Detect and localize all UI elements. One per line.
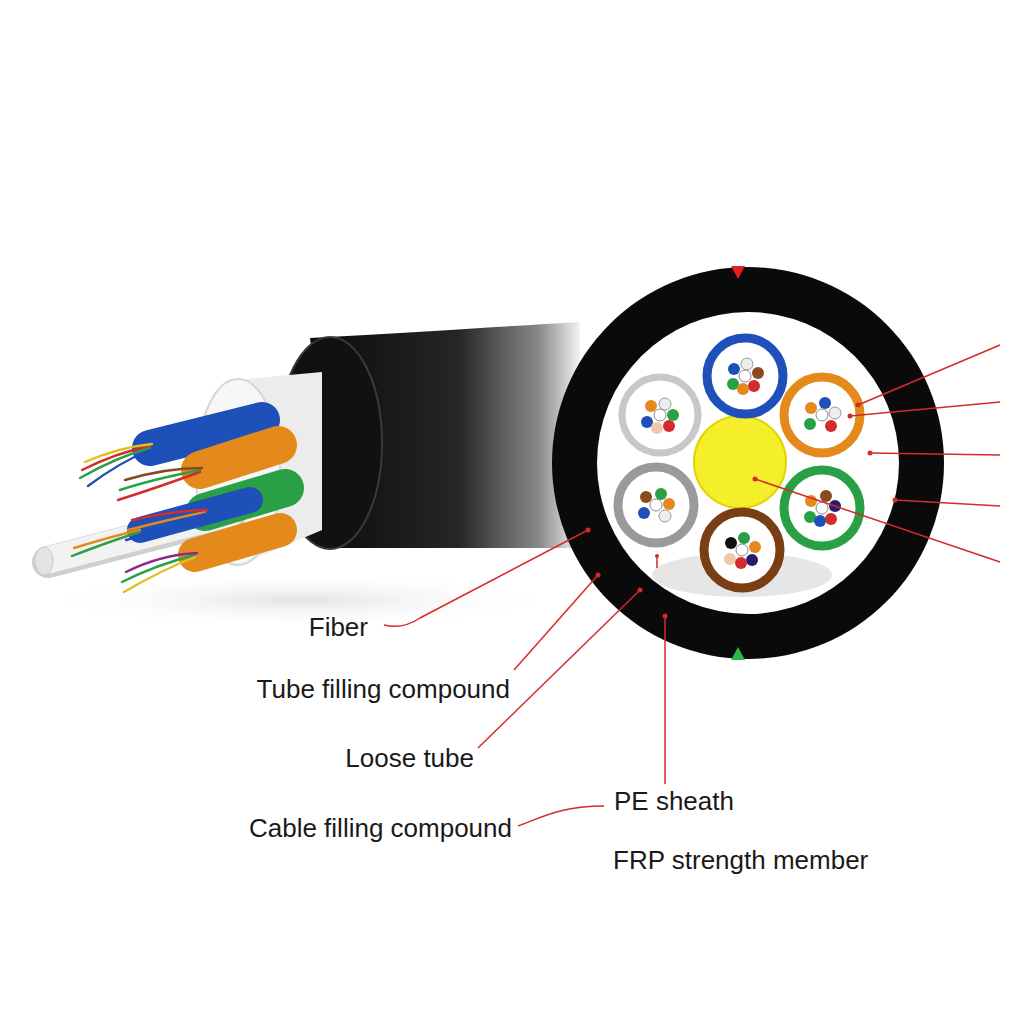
cross-section [597, 312, 899, 614]
leader-lines [478, 590, 640, 748]
part-label: Loose tube [345, 742, 474, 774]
cable-3d [200, 445, 278, 470]
cross-section [737, 383, 749, 395]
cross-section [651, 422, 663, 434]
leader-lines [664, 616, 666, 784]
leader-lines [895, 500, 1000, 506]
leader-dots [753, 477, 758, 482]
leader-lines [858, 345, 1000, 405]
cross-section [641, 416, 653, 428]
cross-section [819, 397, 831, 409]
cross-section [659, 398, 671, 410]
leader-dots [586, 528, 591, 533]
leader-lines [850, 402, 1000, 416]
cross-section [752, 367, 764, 379]
cross-section [805, 402, 817, 414]
cable-3d [35, 547, 53, 575]
cross-section [746, 554, 758, 566]
cross-section [704, 512, 780, 588]
cross-section [663, 420, 675, 432]
cross-section [622, 377, 698, 453]
cross-section [707, 338, 783, 414]
cable-3d [126, 553, 197, 572]
cross-section [784, 377, 860, 453]
cross-section [618, 467, 694, 543]
cross-section [738, 532, 750, 544]
part-label: Fiber [309, 611, 368, 643]
part-label: Cable filling compound [249, 812, 512, 844]
cross-section [749, 541, 761, 553]
cable-3d [195, 530, 280, 555]
cross-section [704, 512, 780, 588]
leader-dots [638, 588, 643, 593]
cable-3d [35, 322, 580, 628]
leader-lines [755, 479, 1000, 562]
cross-section [638, 507, 650, 519]
cross-section [667, 409, 679, 421]
cross-section [618, 467, 694, 543]
cross-section [622, 377, 698, 453]
cross-section [663, 498, 675, 510]
cable-3d [124, 557, 195, 592]
part-label: PE sheath [614, 785, 734, 817]
cable-3d [118, 472, 200, 500]
cross-section [825, 420, 837, 432]
cross-section [829, 407, 841, 419]
cable-3d [72, 444, 207, 592]
cable-3d [125, 468, 202, 480]
leader-dots [586, 403, 898, 619]
cross-section [804, 418, 816, 430]
cross-section [825, 513, 837, 525]
cable-3d [74, 530, 140, 548]
cross-section [784, 377, 860, 453]
leader-lines [518, 806, 604, 826]
cross-section [735, 557, 747, 569]
leader-dots [893, 498, 898, 503]
cross-section [552, 267, 944, 659]
cross-section [694, 416, 786, 508]
cross-section [659, 510, 671, 522]
cross-section [739, 370, 751, 382]
leader-lines [384, 530, 588, 626]
cross-section [655, 488, 667, 500]
cross-section [725, 537, 737, 549]
cross-section [724, 553, 736, 565]
cross-section [552, 266, 944, 660]
cross-section [650, 499, 662, 511]
leader-dots [656, 556, 658, 568]
cross-section [748, 380, 760, 392]
part-label: FRP strength member [613, 844, 868, 876]
cable-3d [88, 450, 150, 486]
cross-section [654, 409, 666, 421]
part-label: Tube filling compound [257, 673, 510, 705]
cross-section [707, 338, 783, 414]
cross-section [741, 358, 753, 370]
cross-section [731, 647, 745, 660]
cross-section [784, 470, 860, 546]
cable-3d [40, 572, 560, 628]
cable-3d [80, 448, 150, 478]
leader-dots [848, 414, 853, 419]
cross-section [816, 409, 828, 421]
cross-section [728, 363, 740, 375]
cross-section [814, 515, 826, 527]
leader-lines [514, 575, 598, 670]
cable-3d [72, 532, 140, 556]
cross-section [640, 491, 652, 503]
leader-dots [663, 614, 668, 619]
leader-dots [868, 451, 873, 456]
cross-section [736, 544, 748, 556]
leader-lines [384, 345, 1000, 826]
cross-section [645, 400, 657, 412]
cross-section [731, 266, 745, 279]
leader-dots [856, 403, 861, 408]
leader-dots [596, 573, 601, 578]
cross-section [784, 470, 860, 546]
cross-section [820, 490, 832, 502]
cable-3d [132, 510, 207, 520]
leader-lines [870, 453, 1000, 455]
